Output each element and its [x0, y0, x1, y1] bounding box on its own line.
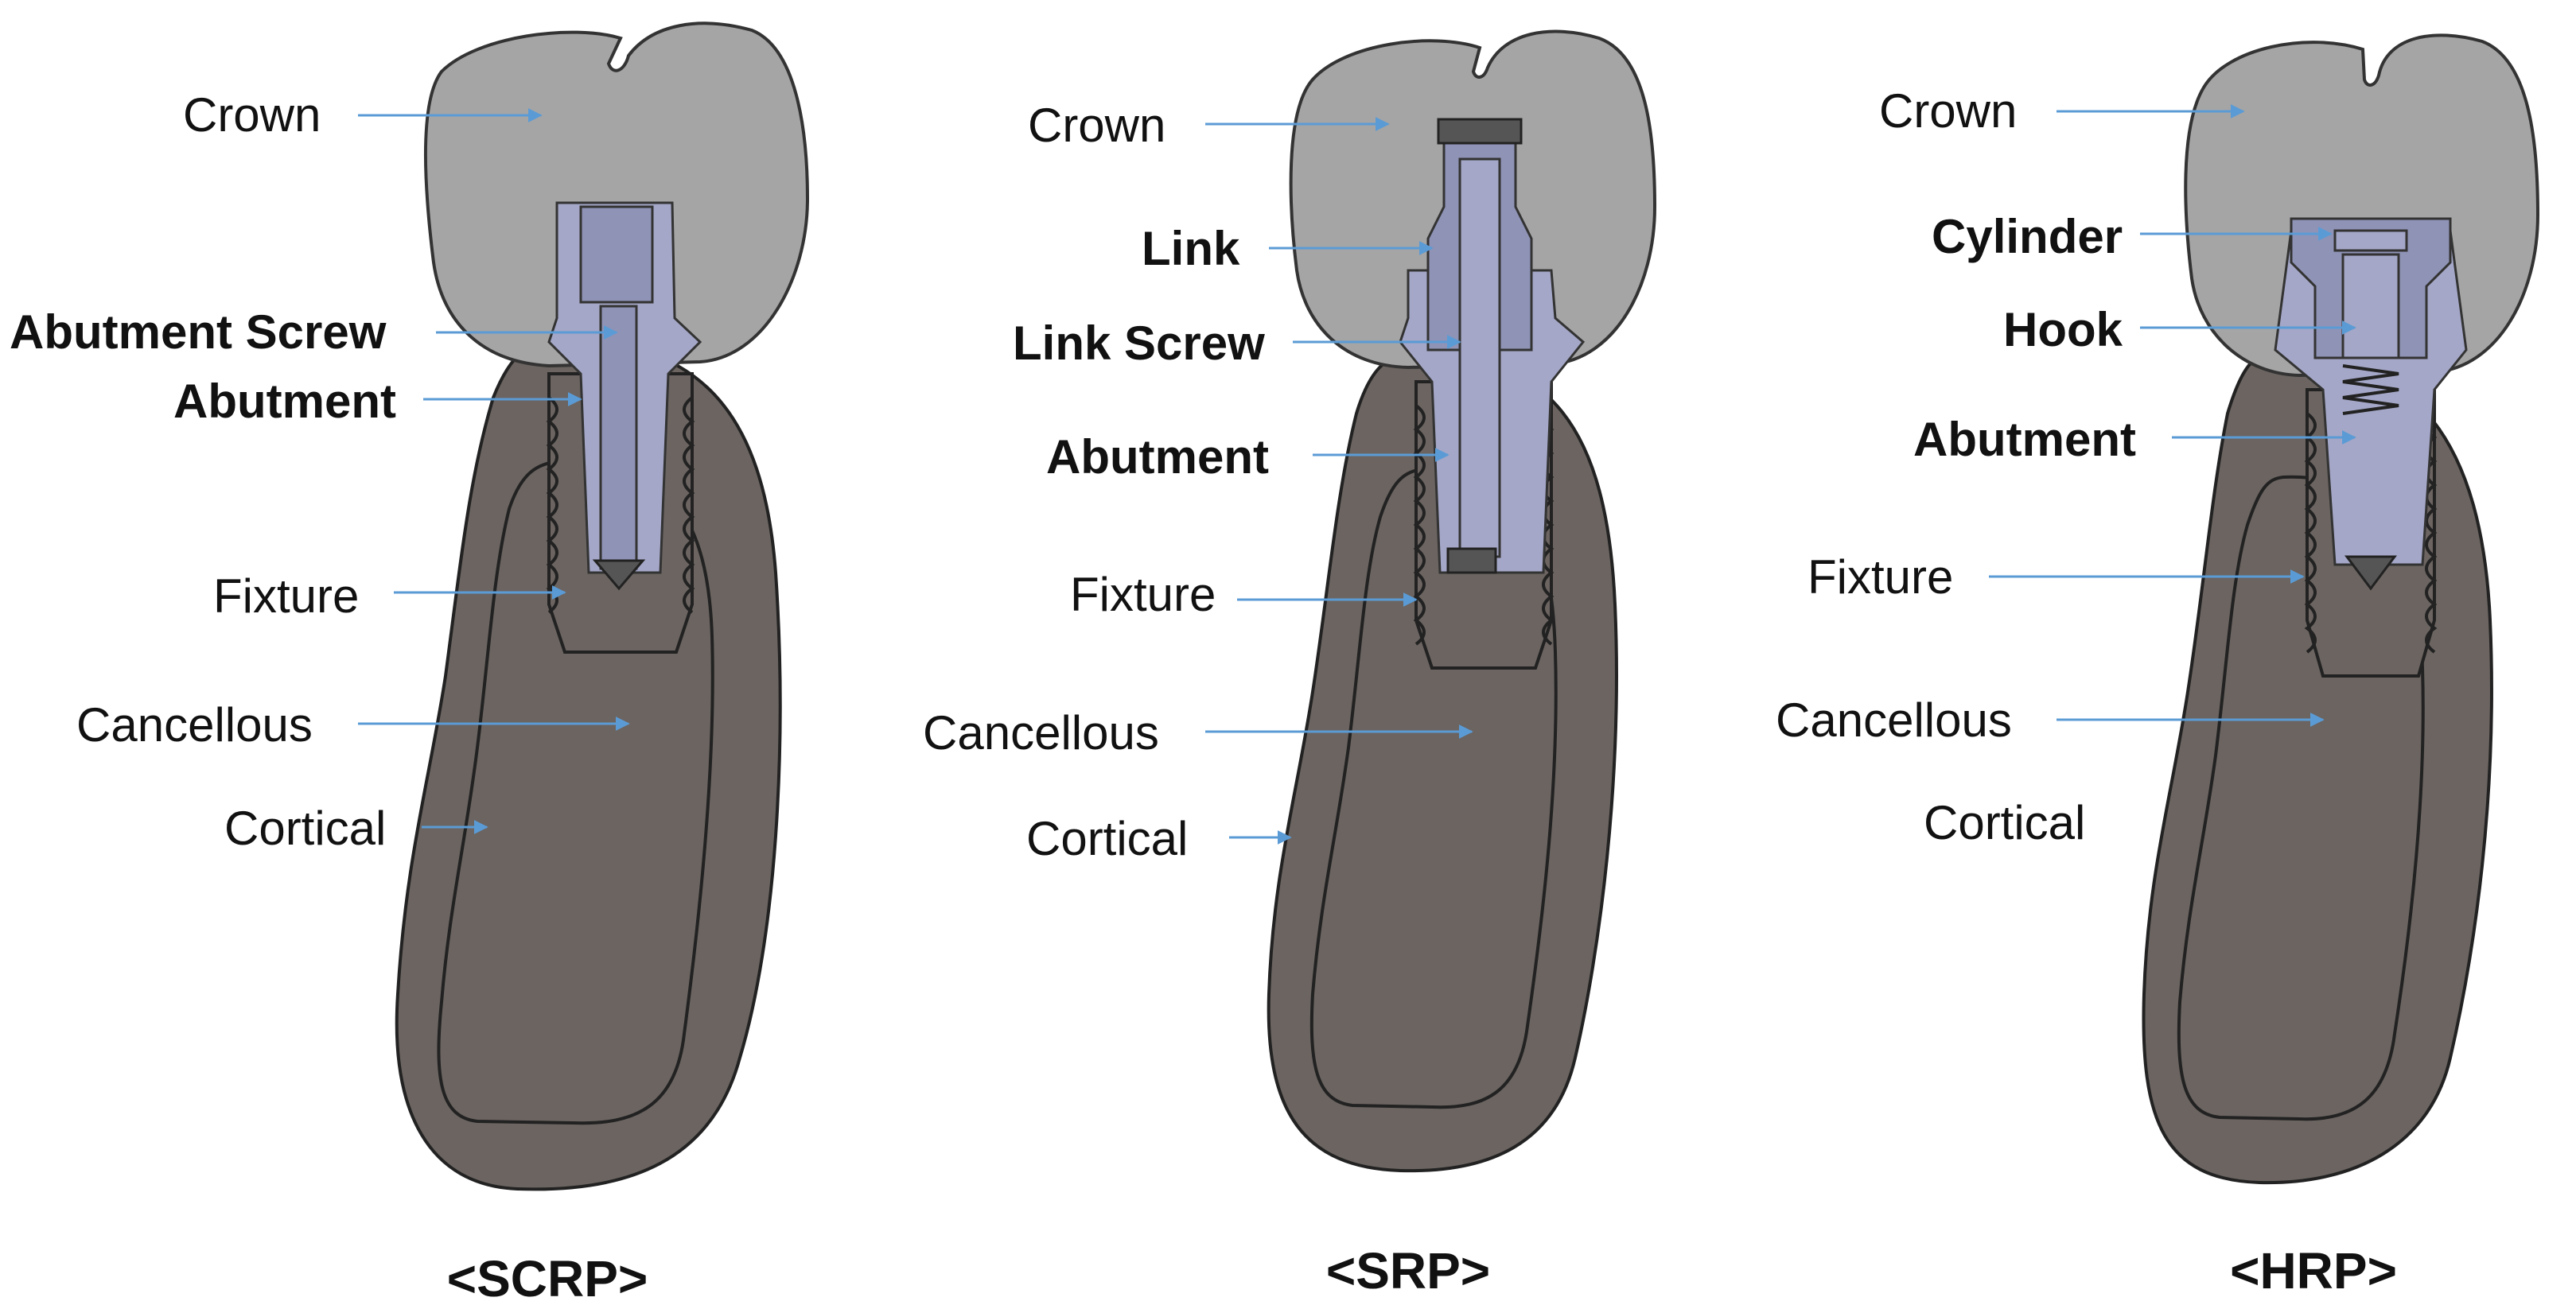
crown — [424, 21, 810, 368]
label-cortical: Cortical — [224, 802, 386, 855]
caption-srp: <SRP> — [1326, 1242, 1490, 1299]
label-cortical: Cortical — [1026, 812, 1188, 865]
label-cortical: Cortical — [1924, 796, 2085, 849]
label-abutment: Abutment — [1913, 413, 2136, 466]
label-crown: Crown — [1028, 99, 1165, 152]
panel-hrp — [2142, 33, 2540, 1185]
hook — [2341, 253, 2400, 359]
label-crown: Crown — [1879, 84, 2017, 138]
panel-scrp — [395, 21, 810, 1191]
cancellous-bone — [437, 459, 714, 1125]
label-abutment: Abutment — [1046, 430, 1269, 484]
label-cancellous: Cancellous — [76, 698, 313, 752]
label-fixture: Fixture — [213, 569, 359, 623]
label-abutment: Abutment — [173, 375, 396, 428]
cancellous-bone — [1309, 467, 1558, 1109]
label-hook: Hook — [2003, 303, 2123, 356]
link-screw — [1458, 157, 1501, 558]
label-cylinder: Cylinder — [1932, 210, 2123, 263]
caption-scrp: <SCRP> — [447, 1250, 648, 1307]
caption-hrp: <HRP> — [2230, 1242, 2397, 1299]
label-fixture: Fixture — [1807, 550, 1953, 604]
label-cancellous: Cancellous — [1776, 693, 2012, 747]
label-fixture: Fixture — [1070, 568, 1216, 621]
label-abutment-screw: Abutment Screw — [10, 305, 387, 359]
label-link: Link — [1142, 222, 1240, 275]
label-cancellous: Cancellous — [923, 706, 1159, 759]
abutment-screw — [599, 305, 638, 570]
label-crown: Crown — [183, 88, 321, 142]
panel-srp — [1267, 29, 1657, 1173]
label-link-screw: Link Screw — [1013, 317, 1265, 370]
cancellous-bone — [2177, 475, 2425, 1121]
